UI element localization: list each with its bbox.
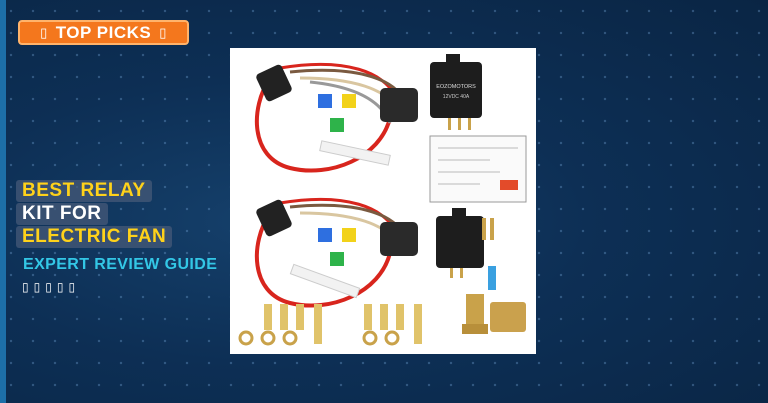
flame-icon: ▯ [40,24,48,40]
star-icon: ▯ [33,280,46,294]
wiring-harness-2 [254,197,418,308]
star-icon: ▯ [22,280,34,294]
headline-line-2: KIT FOR [16,203,108,225]
wiring-harness-1 [254,62,418,173]
relay-kit-illustration: EOZOMOTORS 12VDC 40A [238,54,527,346]
star-icon: ▯ [45,280,57,294]
headline-line-3: ELECTRIC FAN [16,226,173,248]
product-image: EOZOMOTORS 12VDC 40A [230,48,536,354]
relay-2 [436,208,484,278]
temperature-switch [462,218,526,334]
flame-icon: ▯ [159,24,167,40]
headline-line-1: BEST RELAY [16,180,152,202]
top-picks-badge: ▯ TOP PICKS ▯ [18,20,189,45]
badge-label: TOP PICKS [55,22,152,42]
relay-1: EOZOMOTORS 12VDC 40A [430,54,482,130]
left-accent-bar [0,0,6,403]
terminal-connectors [238,304,422,346]
star-icon: ▯ [68,280,81,294]
rating-stars: ▯▯▯▯▯ [22,280,80,294]
relay-brand: EOZOMOTORS [436,84,476,90]
instruction-sheet [429,135,527,203]
subtitle: EXPERT REVIEW GUIDE [23,256,218,273]
star-icon: ▯ [56,280,69,294]
relay-spec: 12VDC 40A [443,94,470,100]
